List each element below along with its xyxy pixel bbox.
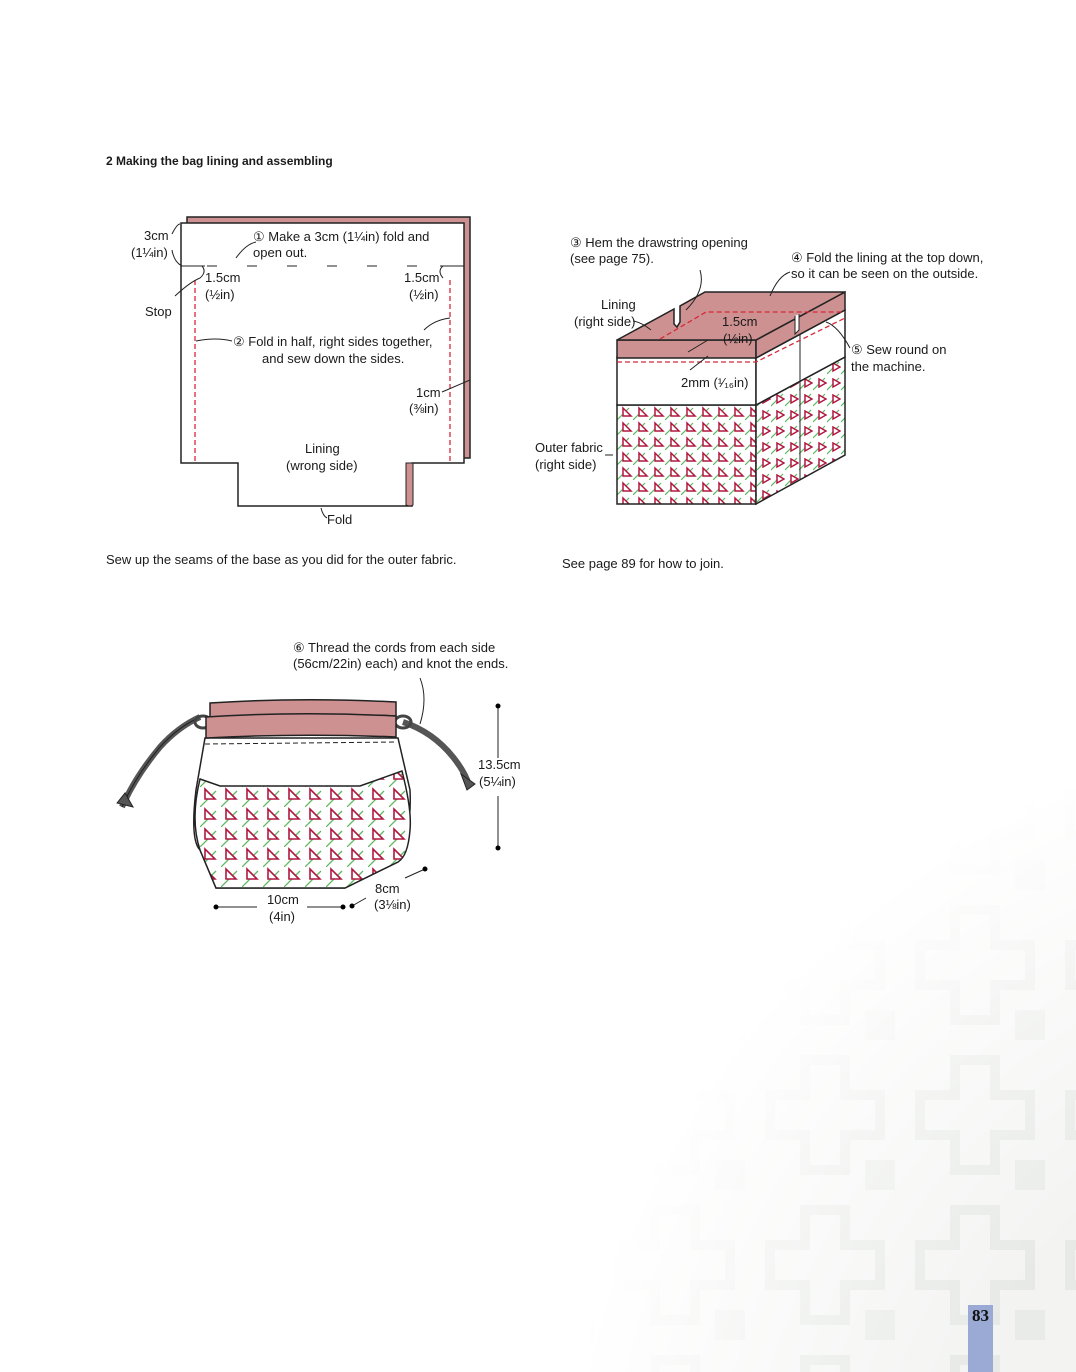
fold-top-in-label: (1¼in) (131, 245, 168, 260)
fold-label-label: Fold (327, 512, 352, 527)
lining-assembly-box-diagram: ③ Hem the drawstring opening (see page 7… (535, 235, 983, 506)
lining-line2-label: (right side) (574, 314, 635, 329)
step3-line2-label: (see page 75). (570, 251, 654, 266)
diagram1-caption: Sew up the seams of the base as you did … (106, 552, 457, 567)
fold-top-cm-label: 3cm (144, 228, 169, 243)
lining-line1-label: Lining (305, 441, 340, 456)
depth-cm-label: 8cm (375, 881, 400, 896)
step4-line2-label: so it can be seen on the outside. (791, 266, 978, 281)
cord-knot-left (116, 792, 135, 808)
finished-bag-diagram: ⑥ Thread the cords from each side (56cm/… (116, 640, 521, 924)
hem-in-label: (½in) (723, 331, 753, 346)
step2-line2-label: and sew down the sides. (262, 351, 404, 366)
outer-line2-label: (right side) (535, 457, 596, 472)
right-margin-in-label: (½in) (409, 287, 439, 302)
section-heading: 2 Making the bag lining and assembling (106, 154, 333, 168)
bag-lining-rim (205, 712, 397, 739)
lining-fold-diagram: 3cm (1¼in) ① Make a 3cm (1¼in) fold and … (131, 216, 471, 527)
step5-line2-label: the machine. (851, 359, 925, 374)
cord-left (119, 714, 202, 809)
width-in-label: (4in) (269, 909, 295, 924)
diagram2-caption: See page 89 for how to join. (562, 556, 724, 571)
lining-line2-label: (wrong side) (286, 458, 358, 473)
step6-line2-label: (56cm/22in) each) and knot the ends. (293, 656, 508, 671)
depth-in-label: (3⅛in) (374, 897, 411, 912)
step3-line1-label: ③ Hem the drawstring opening (570, 235, 748, 250)
step2-line1-label: ② Fold in half, right sides together, (233, 334, 433, 349)
page-number-tab: 83 (968, 1305, 993, 1372)
step5-line1-label: ⑤ Sew round on (851, 342, 947, 357)
left-margin-cm-label: 1.5cm (205, 270, 240, 285)
outer-fabric-front (616, 404, 757, 505)
lining-line1-label: Lining (601, 297, 636, 312)
step1-line2-label: open out. (253, 245, 307, 260)
step1-line1-label: ① Make a 3cm (1¼in) fold and (253, 229, 429, 244)
page-number: 83 (972, 1306, 989, 1325)
outer-line1-label: Outer fabric (535, 440, 603, 455)
bag-outer-fabric (194, 770, 412, 889)
right-margin-cm-label: 1.5cm (404, 270, 439, 285)
step4-line1-label: ④ Fold the lining at the top down, (791, 250, 983, 265)
lining-top (616, 291, 846, 341)
stop-label-label: Stop (145, 304, 172, 319)
seam-in-label: (⅜in) (409, 401, 439, 416)
width-cm-label: 10cm (267, 892, 299, 907)
stitch-label: 2mm (¹⁄₁₆in) (681, 375, 748, 390)
step6-line1-label: ⑥ Thread the cords from each side (293, 640, 495, 655)
cord-knot-right (459, 772, 476, 791)
cord-right (402, 719, 472, 786)
seam-cm-label: 1cm (416, 385, 441, 400)
height-cm-label: 13.5cm (478, 757, 521, 772)
left-margin-in-label: (½in) (205, 287, 235, 302)
height-in-label: (5¼in) (479, 774, 516, 789)
hem-cm-label: 1.5cm (722, 314, 757, 329)
